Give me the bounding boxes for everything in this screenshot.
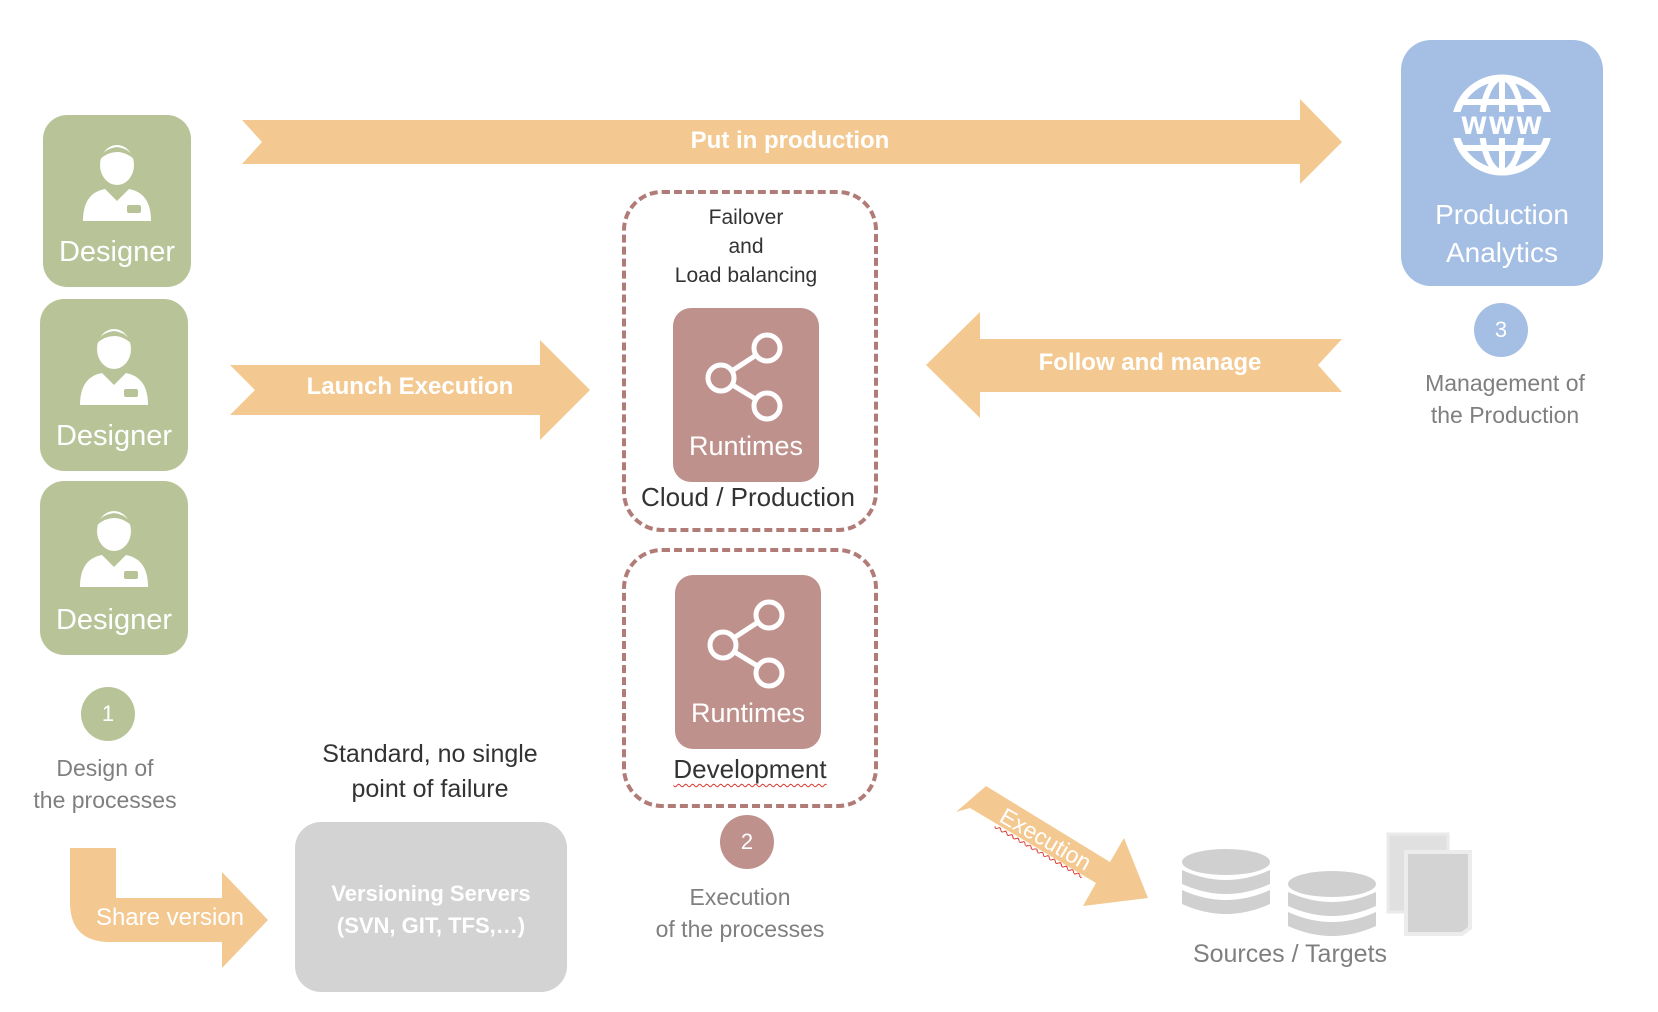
production-analytics-title: Production Analytics — [1401, 196, 1603, 272]
step-2-caption-line1: Execution — [689, 884, 791, 910]
versioning-note: Standard, no single point of failure — [300, 737, 560, 807]
production-analytics-line2: Analytics — [1445, 237, 1559, 268]
www-globe-icon: WWW — [1449, 74, 1555, 176]
designer-card-3: Designer — [40, 481, 188, 655]
designer-card-1: Designer — [43, 115, 191, 287]
share-nodes-icon — [705, 332, 783, 422]
database-icon — [1182, 849, 1270, 914]
designer-person-icon — [80, 511, 148, 587]
development-group — [622, 548, 878, 808]
step-3-circle: 3 — [1474, 303, 1528, 357]
development-caption: Development — [622, 754, 878, 785]
step-2-circle: 2 — [720, 815, 774, 869]
development-runtime-card: Runtimes — [675, 575, 821, 749]
step-3-caption-line2: the Production — [1430, 402, 1580, 428]
step-1-circle: 1 — [81, 687, 135, 741]
step-3-caption: Management of the Production — [1400, 367, 1610, 431]
development-runtime-label: Runtimes — [690, 698, 806, 728]
production-analytics-line1: Production — [1435, 199, 1569, 230]
cloud-production-caption: Cloud / Production — [641, 482, 855, 512]
launch-execution-arrow — [230, 340, 590, 440]
step-2-caption-line2: of the processes — [655, 916, 825, 942]
step-2-caption: Execution of the processes — [630, 881, 850, 945]
designer-label: Designer — [55, 420, 173, 452]
failover-line2: and — [728, 235, 764, 258]
cloud-production-group — [622, 190, 878, 532]
step-1-caption: Design of the processes — [10, 752, 200, 816]
failover-note: Failover and Load balancing — [626, 203, 866, 290]
put-in-production-label: Put in production — [690, 127, 890, 154]
share-version-arrow — [70, 848, 268, 968]
versioning-note-line2: point of failure — [351, 775, 509, 803]
database-icon — [1288, 871, 1376, 936]
step-1-caption-line1: Design of — [56, 755, 154, 781]
designer-card-2: Designer — [40, 299, 188, 471]
put-in-production-arrow — [242, 99, 1342, 184]
execution-arrow — [956, 786, 1148, 906]
follow-and-manage-label: Follow and manage — [1038, 349, 1262, 376]
versioning-title-line1: Versioning Servers — [331, 881, 531, 906]
step-3-caption-line1: Management of — [1425, 370, 1585, 396]
follow-and-manage-arrow — [926, 312, 1342, 418]
share-nodes-icon — [707, 599, 785, 689]
failover-line3: Load balancing — [674, 264, 818, 287]
documents-icon — [1386, 832, 1472, 936]
cloud-runtime-card: Runtimes — [673, 308, 819, 482]
failover-line1: Failover — [708, 206, 784, 229]
development-caption-text: Development — [673, 754, 827, 784]
versioning-title-line2: (SVN, GIT, TFS,…) — [336, 913, 526, 938]
designer-person-icon — [83, 145, 151, 221]
launch-execution-label: Launch Execution — [306, 373, 514, 400]
cloud-runtime-label: Runtimes — [688, 431, 804, 461]
production-analytics-card: WWW Production Analytics — [1401, 40, 1603, 286]
sources-targets-caption: Sources / Targets — [1192, 940, 1388, 968]
versioning-note-line1: Standard, no single — [322, 740, 538, 768]
designer-label: Designer — [58, 236, 176, 268]
share-version-label: Share version — [95, 904, 245, 931]
step-1-caption-line2: the processes — [33, 787, 177, 813]
designer-label: Designer — [55, 604, 173, 636]
designer-person-icon — [80, 329, 148, 405]
versioning-servers-card: Versioning Servers (SVN, GIT, TFS,…) — [295, 822, 567, 992]
svg-text:WWW: WWW — [1461, 112, 1543, 140]
